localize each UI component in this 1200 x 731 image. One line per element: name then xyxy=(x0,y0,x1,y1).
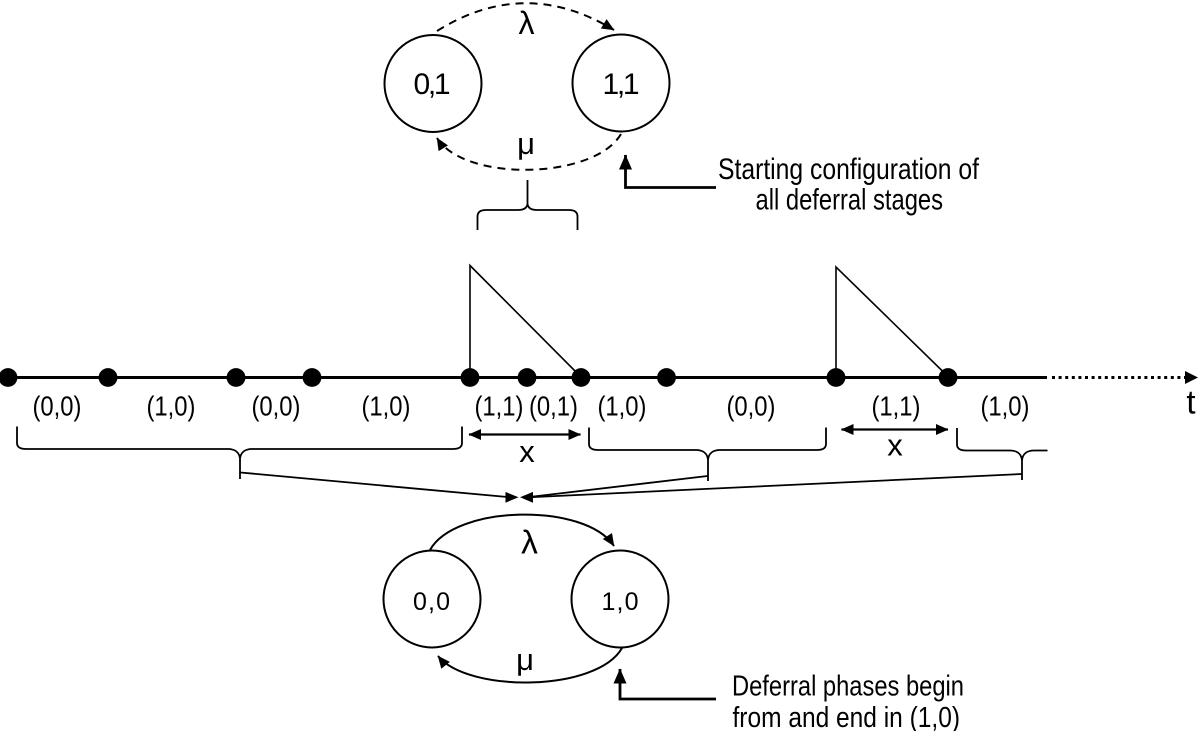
svg-text:λ: λ xyxy=(519,5,535,41)
svg-text:(1,0): (1,0) xyxy=(362,391,411,422)
svg-text:from and end in (1,0): from and end in (1,0) xyxy=(733,702,961,731)
svg-text:(1,1): (1,1) xyxy=(475,391,524,422)
svg-text:x: x xyxy=(519,434,535,469)
svg-text:x: x xyxy=(887,428,903,463)
svg-text:Starting configuration of: Starting configuration of xyxy=(718,153,980,186)
svg-text:Deferral phases begin: Deferral phases begin xyxy=(732,671,964,703)
svg-text:t: t xyxy=(1186,384,1195,421)
svg-text:(0,0): (0,0) xyxy=(252,391,301,422)
svg-text:(0,1): (0,1) xyxy=(529,391,578,422)
svg-text:(1,1): (1,1) xyxy=(872,391,921,422)
svg-text:1,0: 1,0 xyxy=(602,588,639,616)
svg-text:μ: μ xyxy=(517,126,535,161)
svg-text:(0,0): (0,0) xyxy=(727,391,776,422)
svg-text:(0,0): (0,0) xyxy=(33,391,82,422)
svg-text:(1,0): (1,0) xyxy=(147,391,196,422)
svg-text:λ: λ xyxy=(521,525,538,562)
svg-text:0,1: 0,1 xyxy=(414,68,451,101)
svg-text:μ: μ xyxy=(516,642,534,677)
svg-text:1,1: 1,1 xyxy=(603,68,640,101)
svg-text:all deferral stages: all deferral stages xyxy=(756,184,944,217)
svg-text:0,0: 0,0 xyxy=(413,588,450,616)
svg-text:(1,0): (1,0) xyxy=(598,391,647,422)
svg-text:(1,0): (1,0) xyxy=(981,391,1030,422)
